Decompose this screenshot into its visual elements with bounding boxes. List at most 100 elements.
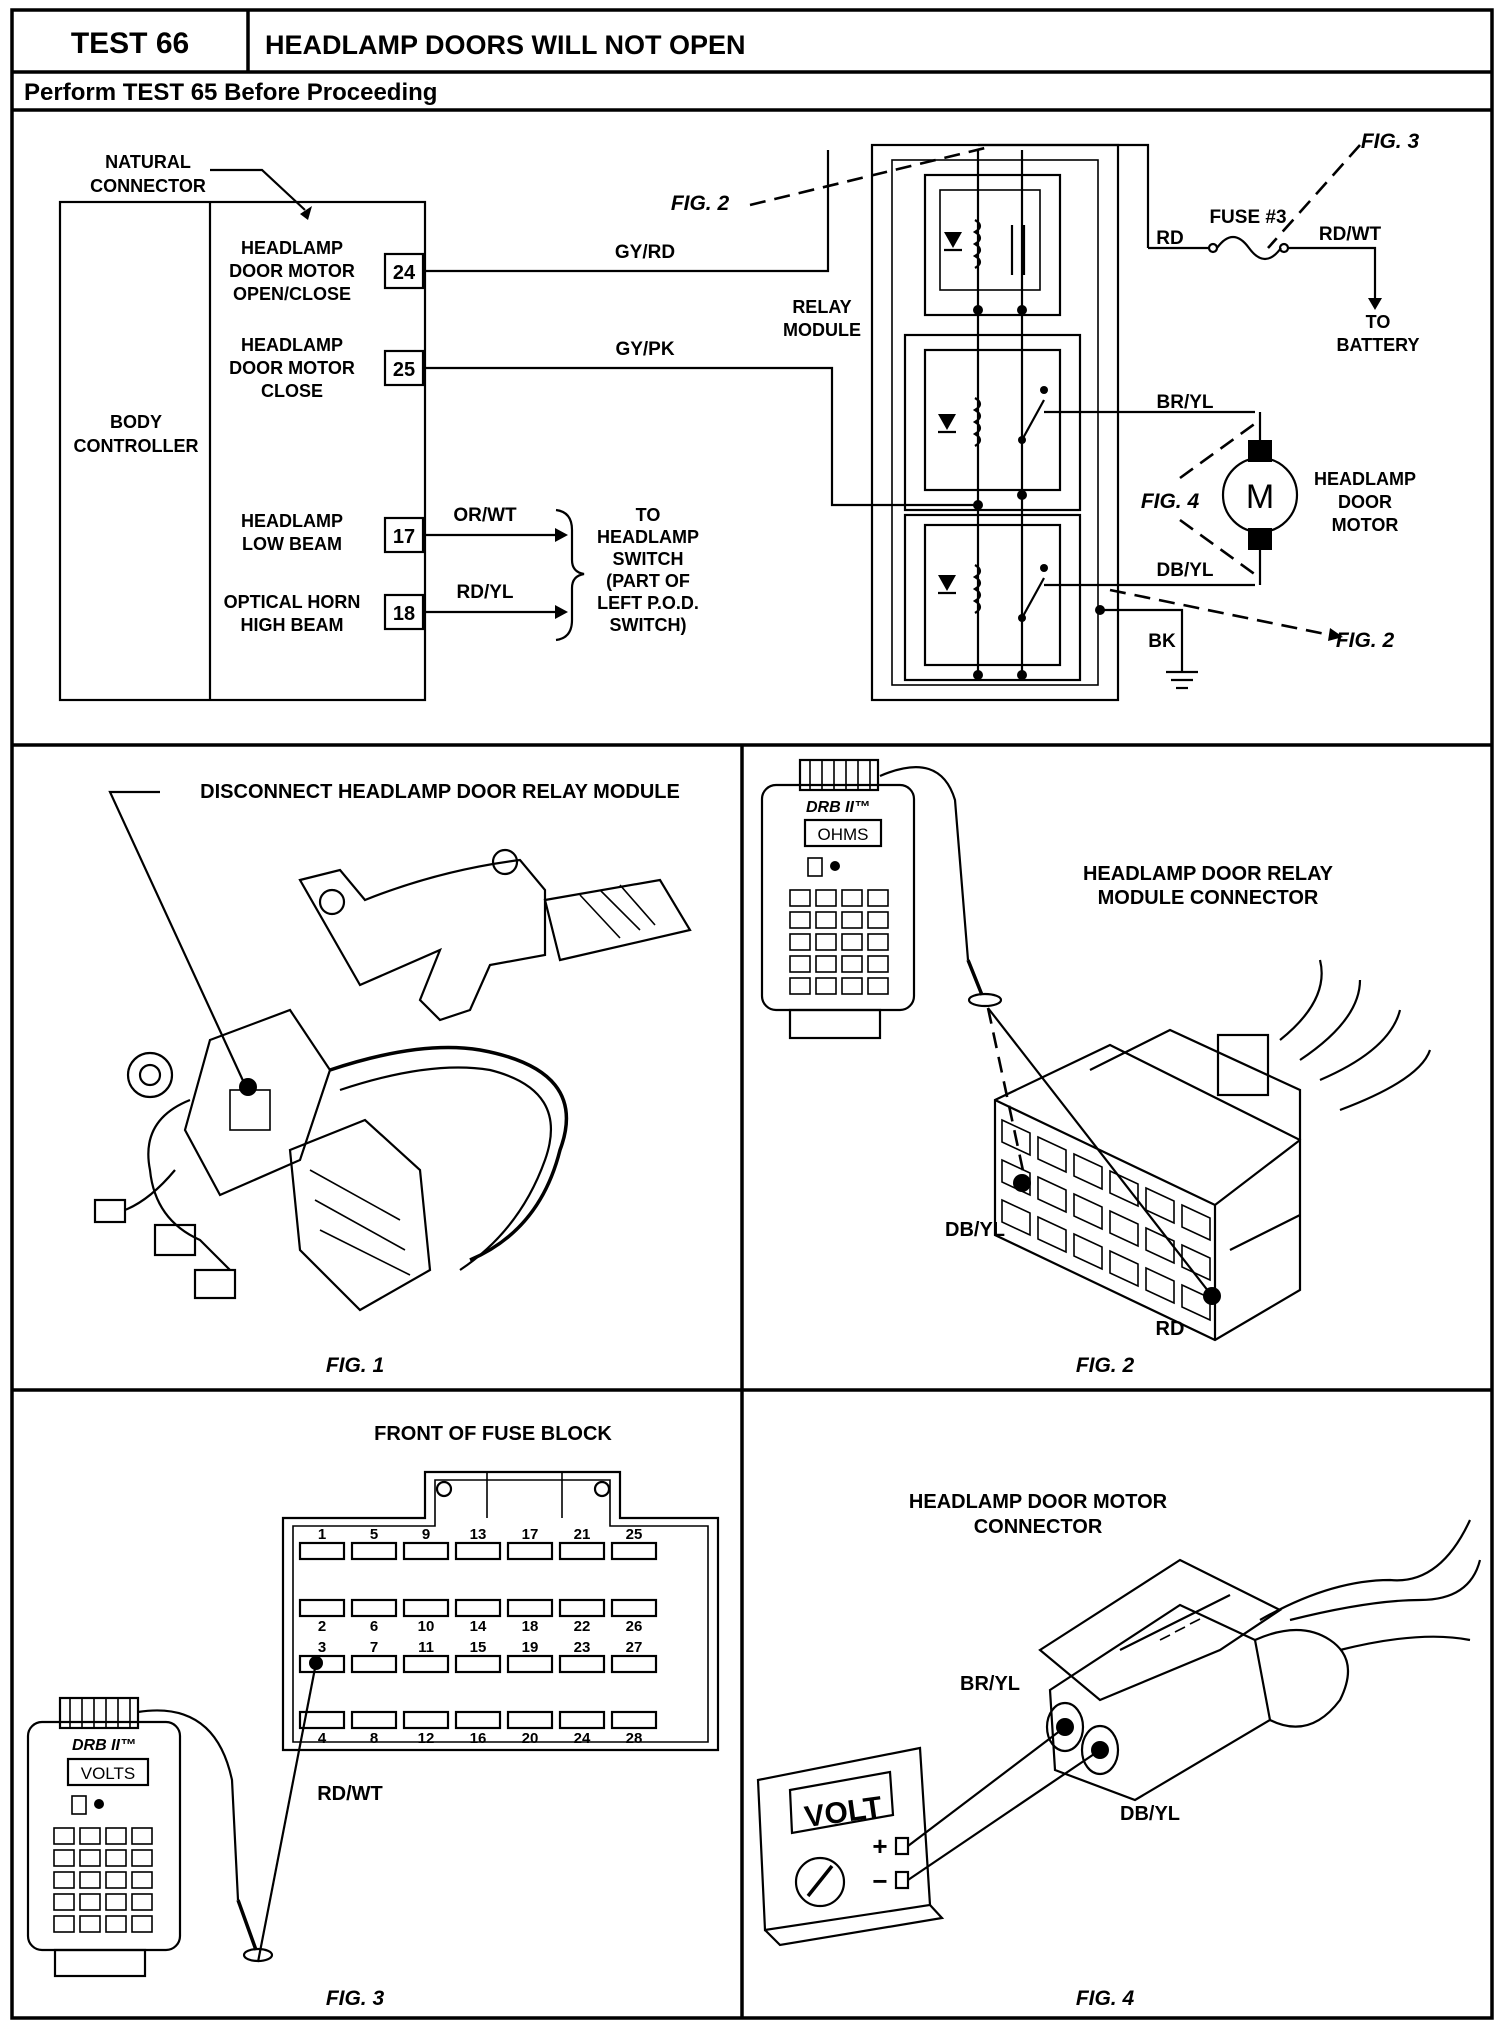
fuse-number: 19 <box>522 1639 539 1656</box>
keypad-key <box>815 889 837 907</box>
connector-cavity <box>1181 1283 1211 1322</box>
wire-gy-pk: GY/PK <box>615 339 674 360</box>
keypad-key <box>105 1849 127 1867</box>
switch-brace <box>555 508 585 642</box>
keypad-key <box>105 1827 127 1845</box>
fuse-number: 17 <box>522 1526 539 1543</box>
fig4-latch-ridge <box>1119 1594 1231 1651</box>
fig4-connector-boot <box>1254 1628 1350 1728</box>
wire-rd: RD <box>1156 228 1183 249</box>
fuse-number: 28 <box>626 1730 643 1747</box>
keypad-key <box>131 1893 153 1911</box>
fig4-meter-plus: + <box>872 1831 887 1861</box>
fig2-ref-top: FIG. 2 <box>671 192 730 215</box>
relay-3-contact <box>1021 577 1045 619</box>
fig3-meter-cable-ribs <box>69 1698 131 1728</box>
fig4-meter-dial <box>794 1856 846 1908</box>
keypad-key <box>79 1893 101 1911</box>
keypad-key <box>53 1893 75 1911</box>
wire-or-wt-arrowhead <box>555 528 568 542</box>
fig2-connector-cavities <box>1001 1118 1211 1322</box>
circuit-25-label-2: DOOR MOTOR <box>229 358 355 378</box>
connector-cavity <box>1109 1209 1139 1248</box>
to-headlamp-switch-label: TO HEADLAMP SWITCH (PART OF LEFT P.O.D. … <box>597 505 699 635</box>
fig1-callout: DISCONNECT HEADLAMP DOOR RELAY MODULE <box>200 781 680 803</box>
keypad-key <box>789 955 811 973</box>
fuse-number: 26 <box>626 1618 643 1635</box>
fig1-caption: FIG. 1 <box>326 1354 384 1377</box>
keypad-key <box>105 1871 127 1889</box>
connector-cavity <box>1073 1192 1103 1231</box>
keypad-key <box>105 1893 127 1911</box>
fig2-meter-display <box>803 818 883 848</box>
fig2-rd: RD <box>1156 1318 1185 1340</box>
natural-connector-leader <box>210 168 306 211</box>
motor-label-2: DOOR <box>1338 492 1392 512</box>
relay-2 <box>903 333 1082 512</box>
fig2-connector-wires <box>1279 959 1432 1112</box>
fig1-grommet <box>126 1051 174 1099</box>
wire-rd-line <box>978 143 1150 248</box>
fuse-number: 15 <box>470 1639 487 1656</box>
fig2-connector-body <box>993 1043 1302 1342</box>
bus-junction-2 <box>973 500 983 510</box>
fig2-ref-top-leader <box>749 146 986 207</box>
fuse-slot <box>402 1541 450 1561</box>
to-headlamp-switch-2: HEADLAMP <box>597 527 699 547</box>
keypad-key <box>53 1849 75 1867</box>
fig4-ref-leader-bottom <box>1179 518 1261 580</box>
fig4-title-2: CONNECTOR <box>974 1516 1103 1538</box>
fig4-ref-leader-top <box>1179 418 1261 480</box>
keypad-key <box>79 1871 101 1889</box>
fig4-connector-body <box>1048 1603 1272 1802</box>
fig3-meter-led <box>94 1799 104 1809</box>
keypad-key <box>79 1827 101 1845</box>
wire-bk-line <box>1100 608 1184 672</box>
fuse-number: 13 <box>470 1526 487 1543</box>
fuse-slot <box>298 1541 346 1561</box>
connector-cavity <box>1181 1243 1211 1282</box>
keypad-key <box>53 1915 75 1933</box>
test-subtitle: Perform TEST 65 Before Proceeding <box>24 79 437 106</box>
fig2-meter-led <box>830 861 840 871</box>
fuse-symbol <box>1216 235 1282 261</box>
keypad-key <box>53 1827 75 1845</box>
pin-17-box <box>383 516 425 554</box>
relay-3-outer-box <box>903 513 1082 682</box>
fig2-caption: FIG. 2 <box>1076 1354 1135 1377</box>
fig1-harness-loop-2 <box>339 1066 553 1271</box>
fig1-wire-bundle-right <box>543 878 692 962</box>
fuse-slot <box>610 1654 658 1674</box>
wire-or-wt: OR/WT <box>453 505 517 526</box>
fig2-connector-latch <box>1216 1033 1270 1097</box>
fuse-slot <box>350 1710 398 1730</box>
fig3-meter-keypad <box>53 1827 153 1933</box>
fuse-number: 24 <box>574 1730 591 1747</box>
wiring-schematic: BODY CONTROLLER NATURAL CONNECTOR HEADLA… <box>58 130 1420 702</box>
wire-gy-rd: GY/RD <box>615 242 675 263</box>
fig3-rd-wt: RD/WT <box>317 1783 383 1805</box>
relay-2-diode <box>938 414 956 430</box>
fig1-bracket-hole-2 <box>491 848 519 876</box>
fig2-meter-cable-ribs <box>809 760 871 790</box>
pin-18: 18 <box>393 603 415 625</box>
to-battery-2: BATTERY <box>1337 335 1420 355</box>
circuit-17-label-1: HEADLAMP <box>241 511 343 531</box>
fig4-meter-mode: VOLT <box>803 1791 885 1835</box>
relay-2-contact-dot-2 <box>1040 386 1048 394</box>
keypad-key <box>841 933 863 951</box>
fuse-slot <box>454 1654 502 1674</box>
fig4-caption: FIG. 4 <box>1076 1987 1135 2010</box>
fuse-number: 25 <box>626 1526 643 1543</box>
fuse-slot <box>506 1710 554 1730</box>
connector-cavity <box>1073 1232 1103 1271</box>
fig3-fuse-block-inner <box>292 1479 709 1743</box>
keypad-key <box>815 955 837 973</box>
fig4-meter-jack-plus <box>894 1836 910 1856</box>
fig4-ref: FIG. 4 <box>1141 490 1200 513</box>
fig2-title-1: HEADLAMP DOOR RELAY <box>1083 863 1334 885</box>
pin-17: 17 <box>393 526 415 548</box>
